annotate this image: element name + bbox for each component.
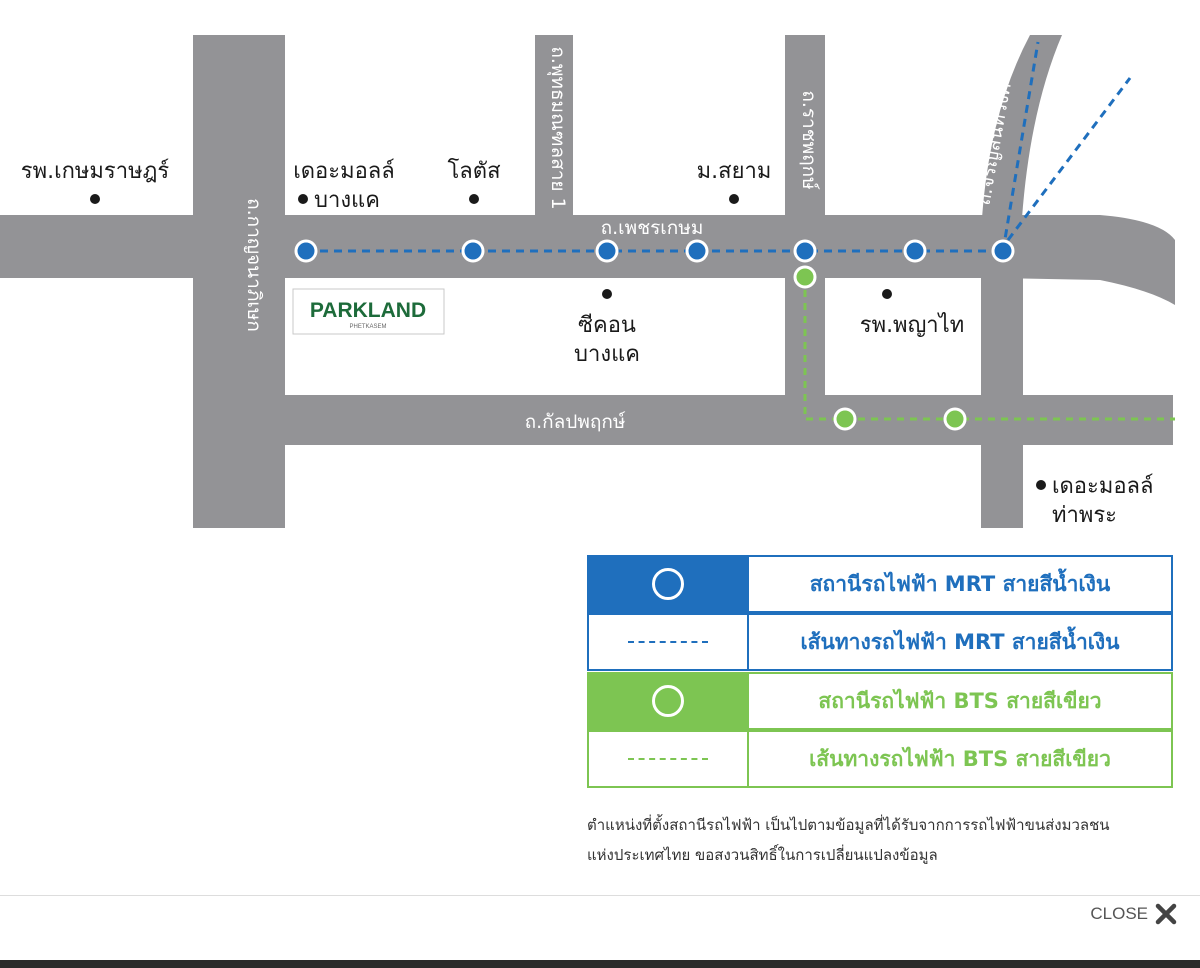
legend-mrt-route-symbol <box>589 615 747 669</box>
close-x-icon <box>1155 903 1177 925</box>
road-phutthamonthon-sai1 <box>535 35 573 217</box>
place-themall-bangkhae: เดอะมอลล์ <box>293 159 395 184</box>
mrt-station-2 <box>461 239 485 263</box>
poi-dot-kasemrad <box>90 194 100 204</box>
legend-bts-station-symbol <box>589 674 747 728</box>
parkland-logo: PARKLAND PHETKASEM <box>292 288 445 335</box>
legend: สถานีรถไฟฟ้า MRT สายสีน้ำเงิน เส้นทางรถไ… <box>587 555 1173 789</box>
parkland-logo-sub: PHETKASEM <box>349 324 386 330</box>
area-map: ถ.เพชรเกษม ถ.กัลปพฤกษ์ ถ.กาญจนาภิเษก ถ.พ… <box>0 35 1175 528</box>
disclaimer-note: ตำแหน่งที่ตั้งสถานีรถไฟฟ้า เป็นไปตามข้อม… <box>587 810 1187 870</box>
poi-dot-siam-university <box>729 194 739 204</box>
legend-mrt-station-label: สถานีรถไฟฟ้า MRT สายสีน้ำเงิน <box>747 557 1171 611</box>
legend-bts-station-label: สถานีรถไฟฟ้า BTS สายสีเขียว <box>747 674 1171 728</box>
poi-dot-seacon <box>602 289 612 299</box>
bottom-bar <box>0 960 1200 968</box>
disclaimer-line-2: แห่งประเทศไทย ขอสงวนสิทธิ์ในการเปลี่ยนแป… <box>587 846 938 864</box>
place-seacon-2: บางแค <box>574 342 640 367</box>
road-label-ratchaphruek: ถ.ราชพฤกษ์ <box>798 90 820 190</box>
place-themall-thapra: เดอะมอลล์ <box>1052 474 1154 499</box>
legend-row-bts-station: สถานีรถไฟฟ้า BTS สายสีเขียว <box>587 672 1173 730</box>
place-themall-bangkhae-2: บางแค <box>314 188 380 213</box>
footer-divider <box>0 895 1200 896</box>
circle-station-icon <box>652 568 684 600</box>
mrt-route-branch-2 <box>1006 77 1132 241</box>
bts-station-3 <box>943 407 967 431</box>
legend-row-bts-route: เส้นทางรถไฟฟ้า BTS สายสีเขียว <box>587 730 1173 788</box>
poi-dot-phyathai <box>882 289 892 299</box>
close-button[interactable]: CLOSE <box>1090 900 1178 928</box>
bts-station-1 <box>793 265 817 289</box>
dashed-line-icon <box>628 758 708 760</box>
road-charansanitwong <box>982 35 1062 218</box>
legend-row-mrt-station: สถานีรถไฟฟ้า MRT สายสีน้ำเงิน <box>587 555 1173 613</box>
road-ratchaphruek <box>785 35 825 397</box>
place-kasemrad: รพ.เกษมราษฎร์ <box>21 159 170 184</box>
road-right-vertical <box>981 240 1023 528</box>
road-petchkasem <box>0 215 1040 278</box>
road-label-kanlapaphruek: ถ.กัลปพฤกษ์ <box>525 411 626 433</box>
road-label-kanchanaphisek: ถ.กาญจนาภิเษก <box>243 198 265 332</box>
legend-bts-route-label: เส้นทางรถไฟฟ้า BTS สายสีเขียว <box>747 732 1171 786</box>
bts-station-2 <box>833 407 857 431</box>
legend-mrt-route-label: เส้นทางรถไฟฟ้า MRT สายสีน้ำเงิน <box>747 615 1171 669</box>
place-siam-university: ม.สยาม <box>697 159 772 184</box>
disclaimer-line-1: ตำแหน่งที่ตั้งสถานีรถไฟฟ้า เป็นไปตามข้อม… <box>587 816 1110 834</box>
poi-dot-themall-bangkhae <box>298 194 308 204</box>
poi-dot-themall-thapra <box>1036 480 1046 490</box>
poi-dot-lotus <box>469 194 479 204</box>
mrt-station-6 <box>903 239 927 263</box>
place-themall-thapra-2: ท่าพระ <box>1052 503 1117 528</box>
road-petchkasem-curve <box>1000 215 1175 305</box>
close-label: CLOSE <box>1090 904 1148 923</box>
place-phyathai: รพ.พญาไท <box>860 312 964 338</box>
road-kanlapaphruek <box>193 395 1173 445</box>
dashed-line-icon <box>628 641 708 643</box>
road-label-phutthamonthon-sai1: ถ.พุทธมณฑลสาย 1 <box>546 46 569 209</box>
mrt-station-7 <box>991 239 1015 263</box>
legend-mrt-station-symbol <box>589 557 747 611</box>
parkland-logo-name: PARKLAND <box>310 299 426 322</box>
place-seacon: ซีคอน <box>578 313 636 338</box>
mrt-station-5 <box>793 239 817 263</box>
legend-bts-route-symbol <box>589 732 747 786</box>
mrt-route-branch-1 <box>1001 41 1040 252</box>
mrt-station-3 <box>595 239 619 263</box>
circle-station-icon <box>652 685 684 717</box>
road-label-petchkasem: ถ.เพชรเกษม <box>601 217 704 239</box>
mrt-station-1 <box>294 239 318 263</box>
mrt-station-4 <box>685 239 709 263</box>
road-kanchanaphisek <box>193 35 285 528</box>
legend-row-mrt-route: เส้นทางรถไฟฟ้า MRT สายสีน้ำเงิน <box>587 613 1173 671</box>
place-lotus: โลตัส <box>447 158 501 184</box>
